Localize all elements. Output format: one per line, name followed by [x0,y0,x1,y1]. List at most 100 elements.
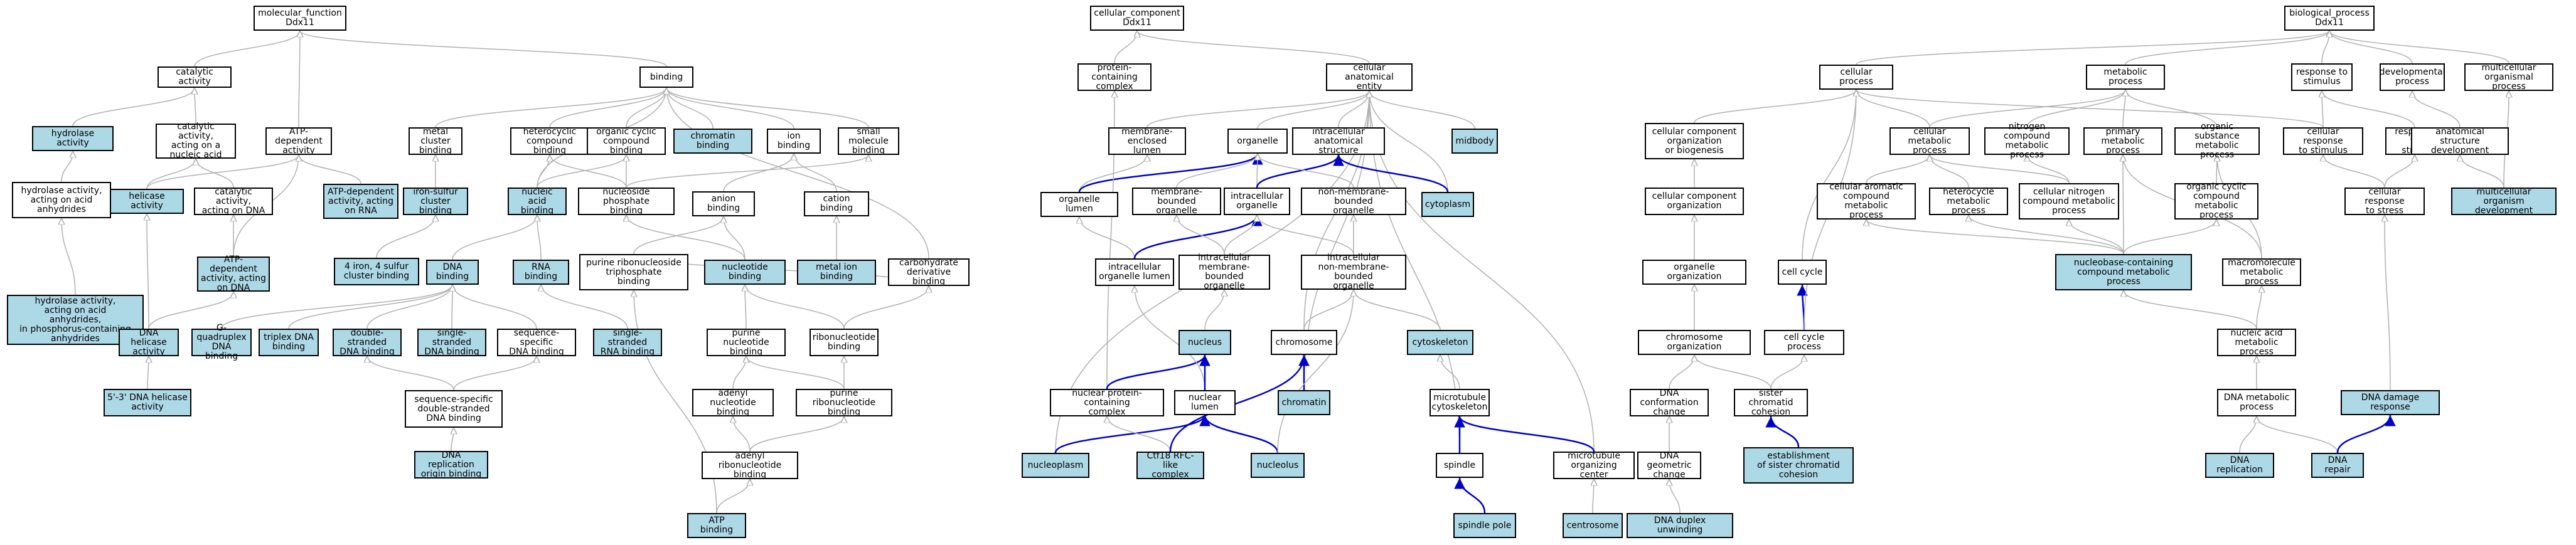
edge-atp_dep_rna-to-atp_dep [299,154,361,184]
edge-cellular_metabolic-to-metabolic_process [1929,89,2125,128]
edge-cytoplasm-to-cae [1369,91,1448,193]
edge-hydrolase_phos-to-hydrolase_anhyd [61,218,76,295]
edge-nucleobase-to-cell_nitrogen [2069,219,2124,255]
edge-establishment-to-sister_cohesion [1765,416,1800,448]
edge-membrane_lumen-to-cae [1146,90,1369,128]
edge-dna_helicase-to-atp_dep_dna [148,291,233,329]
go-term-ss-dna: single-stranded DNA binding [417,328,486,356]
edge-ribonucleotide-to-carbohydrate [843,285,929,329]
edge-organelle-to-cae [1257,90,1369,129]
go-term-intra-membrane-org: intracellular membrane-bounded organelle [1178,253,1270,291]
edge-seq_ds-to-ds_dna [367,356,454,391]
edge-dna_binding-to-nucleic_acid_binding [452,214,537,260]
edge-cc_org_biogenesis-to-cellular_process [1694,89,1856,124]
go-term-cation: cation binding [804,191,869,216]
go-term-nucleoside-phos: nucleoside phosphate binding [578,187,675,215]
edge-intra_membrane_org-to-membrane_bounded [1177,214,1225,255]
edge-cellular_response-to-response_stimulus [2322,91,2323,128]
edge-developmental-to-bp_root [2329,30,2413,64]
go-term-cc-org-biogenesis: cellular component organization or bioge… [1645,123,1744,159]
go-term-centrosome: centrosome [1563,513,1623,538]
edge-helicase-to-cat_nucleic [146,158,196,189]
go-term-cell-nitrogen: cellular nitrogen compound metabolic pro… [2019,183,2119,220]
edge-nucleotide_binding-to-anion [724,216,746,260]
go-term-ss-rna: single-stranded RNA binding [593,328,662,356]
go-term-chromatin-binding: chromatin binding [673,129,752,154]
go-term-cellular-process: cellular process [1819,65,1893,90]
go-term-cell-cycle: cell cycle [1778,260,1827,285]
go-term-organic-substance: organic substance metabolic process [2174,122,2260,160]
go-term-intra-org-lumen: intracellular organelle lumen [1095,258,1174,286]
go-term-ribonucleotide: ribonucleotide binding [810,329,879,356]
edge-atp_binding-to-adenyl_ribo [716,479,750,514]
edge-nucleoside_phos-to-heterocyclic [550,154,627,188]
edge-response_stress-to-response_stimulus [2322,90,2415,128]
edge-catalytic-to-mf_root [194,30,300,67]
go-term-chromosome: chromosome [1271,330,1337,355]
edge-cation-to-ion_binding [794,153,837,192]
edge-nucleobase-to-organic_cyclic_met [2123,219,2216,255]
edge-nucleic_acid_binding-to-organic_cyclic [537,154,626,188]
edge-helicase-to-atp_dep [146,154,299,189]
edge-nucleotide_binding-to-nucleoside_phos [626,214,746,260]
go-term-organelle-lumen: organelle lumen [1040,192,1118,217]
edge-cat_nucleic-to-catalytic [195,88,196,124]
edge-ss_rna-to-rna_binding [541,284,628,329]
edge-intra_org_lumen-to-organelle_lumen [1079,216,1135,259]
go-term-atp-binding: ATP binding [687,513,746,538]
edge-ion_binding-to-binding [666,87,794,129]
edge-dna_helicase_53-to-dna_helicase [147,356,149,389]
edge-intracellular_as-to-cae [1338,90,1369,128]
edge-sister_cohesion-to-chromosome_org [1694,354,1772,389]
edge-nucleobase-to-heterocycle [1969,214,2124,255]
go-term-cell-response-stress: cellular response to stress [2344,187,2425,215]
edge-purine_rnt-to-anion [633,216,724,255]
go-term-metabolic-process: metabolic process [2086,65,2165,90]
go-term-nucleus: nucleus [1178,330,1231,355]
go-term-anion: anion binding [692,191,755,216]
go-term-adenyl-ribo: adenyl ribonucleotide binding [702,451,798,479]
edge-multicellular_dev-to-anatomical [2460,154,2504,188]
go-term-cytoskeleton: cytoskeleton [1407,330,1473,355]
edge-dna_rep_origin-to-seq_ds [451,428,454,452]
go-term-midbody: midbody [1451,129,1498,154]
edge-dna_duplex-to-dna_geometric [1669,479,1681,514]
edge-mt_cytoskeleton-to-cytoskeleton [1440,354,1460,389]
go-term-dna-helicase-53: 5'-3' DNA helicase activity [104,389,191,416]
go-term-spindle: spindle [1436,453,1483,478]
go-term-mt-cytoskeleton: microtubule cytoskeleton [1430,389,1490,416]
go-term-nuclear-complex: nuclear protein-containing complex [1050,388,1164,416]
edge-hydrolase-to-catalytic [72,87,195,127]
edge-ctf18-to-chromosome [1169,354,1310,452]
go-term-heterocyclic: heterocyclic compound binding [510,127,589,155]
edge-nucleoside_phos-to-small_mol [626,154,868,188]
go-term-mtoc: microtubule organizing center [1553,451,1635,479]
go-term-organic-cyclic: organic cyclic compound binding [587,127,666,155]
edge-dna_damage-to-cell_response_stress [2385,215,2391,391]
edge-centrosome-to-mtoc [1593,479,1594,514]
go-term-response-stimulus: response to stimulus [2291,63,2353,91]
go-term-ion-binding: ion binding [767,129,821,154]
go-term-cat-nucleic: catalytic activity, acting on a nucleic … [156,122,236,160]
go-term-multicellular-dev: multicellular organism development [2451,187,2557,215]
edge-dna_repair-to-dna_metabolic [2257,416,2338,453]
go-term-nucleotide-binding: nucleotide binding [704,260,786,285]
go-term-chromatin: chromatin [1278,390,1330,415]
go-term-purine-ribo: purine ribonucleotide binding [796,388,892,416]
edge-multicellular_org-to-bp_root [2329,30,2509,64]
edge-nucleic_acid_met-to-macromolecule [2256,286,2262,329]
go-term-hydrolase-anhyd: hydrolase activity, acting on acid anhyd… [12,182,111,218]
go-term-purine-nt: purine nucleotide binding [707,328,786,356]
edge-nucleic_acid_met-to-nucleobase [2124,290,2257,329]
edge-intra_org_lumen-to-intracellular_org [1133,214,1263,259]
go-term-establishment: establishment of sister chromatid cohesi… [1743,447,1854,484]
go-term-cat-dna: catalytic activity, acting on DNA [194,187,273,215]
edge-intracellular_org-to-intracellular_as [1256,154,1344,188]
go-term-membrane-bounded: membrane-bounded organelle [1132,187,1221,215]
go-term-carbohydrate: carbohydrate derivative binding [888,258,970,286]
go-term-dna-repair: DNA repair [2311,453,2364,478]
go-term-anatomical: anatomical structure development [2411,127,2509,155]
edge-dna_repair-to-dna_damage [2336,415,2396,453]
go-term-cc-root: cellular_component Ddx11 [1090,6,1184,31]
edge-binding-to-mf_root [300,30,667,67]
